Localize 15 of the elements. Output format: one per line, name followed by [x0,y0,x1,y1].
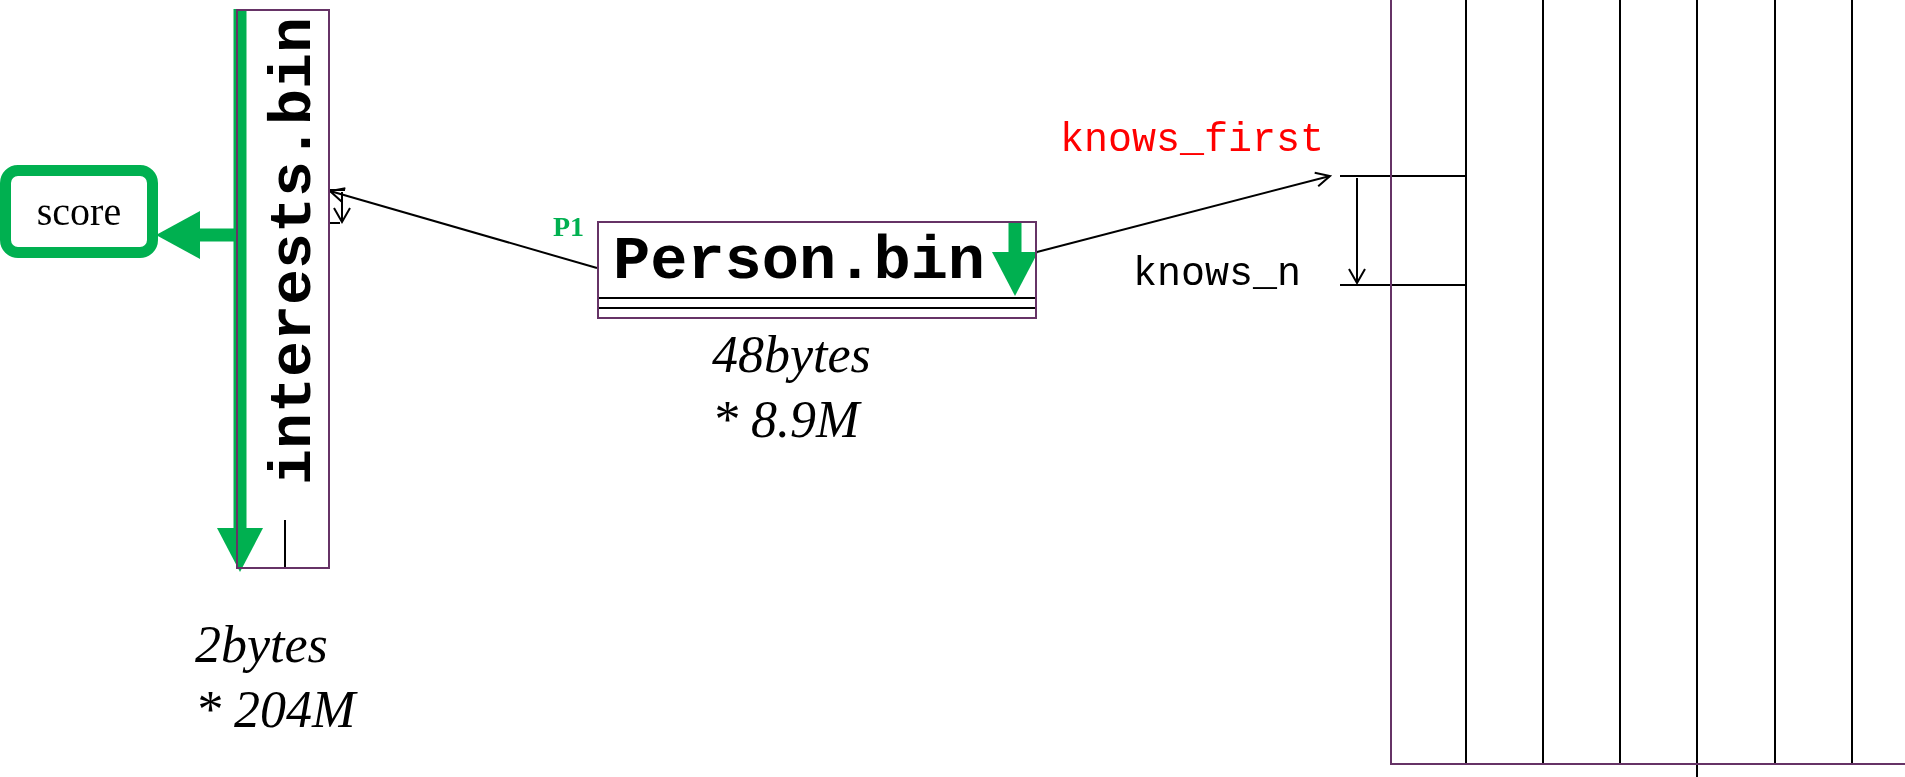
array-box [1390,0,1905,765]
pointer-label: P1 [553,212,585,243]
file-name: interests.bin [264,17,324,486]
size-caption: 2bytes * 204M [195,615,359,740]
field-label: score [36,191,122,232]
size-caption: 48bytes * 8.9M [712,325,872,450]
file-box [597,221,1037,319]
arrow [329,187,598,269]
file-box [236,9,330,569]
field-name: knows_n [1133,253,1302,297]
field-name: knows_first [1060,118,1340,176]
arrow [156,211,236,259]
file-name: Person.bin [613,231,986,293]
field-box [0,165,158,258]
arrow [1036,171,1331,253]
